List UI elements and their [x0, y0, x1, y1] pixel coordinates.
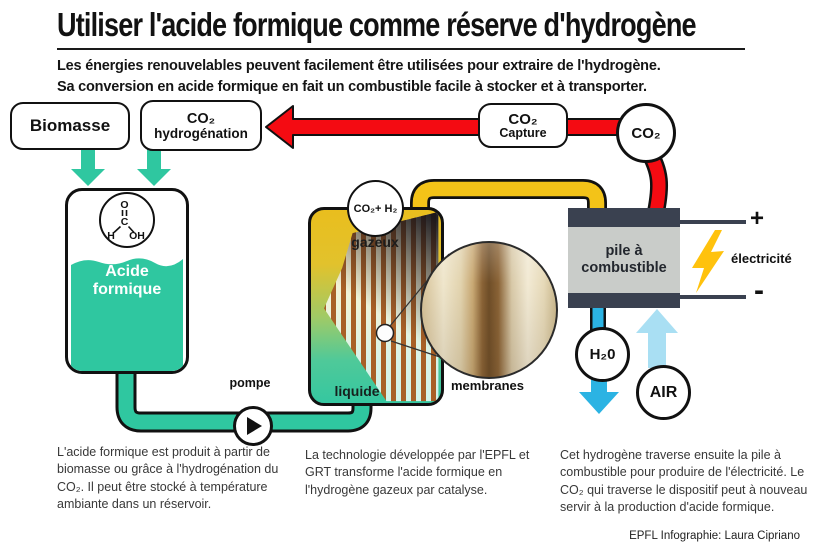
co2-capture-line1: CO₂	[508, 111, 538, 128]
formic-acid-molecule-icon: O C H OH	[99, 192, 155, 248]
air-in-arrow	[636, 309, 678, 368]
membrane-photo-magnifier	[420, 241, 558, 379]
co2-capture-box: CO₂ Capture	[478, 103, 568, 148]
hydrogenation-arrow	[137, 148, 171, 186]
membranes-label: membranes	[451, 378, 524, 393]
h2o-out-arrow	[579, 372, 619, 414]
co2-capture-line2: Capture	[499, 126, 547, 140]
lightning-icon	[692, 230, 724, 293]
subtitle-line-1: Les énergies renouvelables peuvent facil…	[57, 58, 661, 74]
co2-hydrogenation-line1: CO₂	[186, 110, 216, 127]
zoom-origin-circle	[375, 323, 395, 343]
biomasse-arrow	[71, 148, 105, 186]
h2o-circle: H₂0	[575, 327, 630, 382]
gaseous-label: gazeux	[351, 234, 399, 250]
subtitle: Les énergies renouvelables peuvent facil…	[57, 56, 757, 98]
air-label: AIR	[649, 383, 678, 401]
co2-label: CO₂	[631, 124, 661, 142]
credit-line: EPFL Infographie: Laura Cipriano	[629, 530, 800, 542]
caption-formic-acid: L'acide formique est produit à partir de…	[57, 445, 279, 511]
negative-terminal-label: -	[754, 274, 764, 307]
positive-terminal-label: +	[749, 205, 764, 232]
co2-h2-circle: CO₂+ H₂	[347, 180, 404, 237]
title-underline	[57, 48, 745, 50]
co2-h2-label: CO₂+ H₂	[353, 202, 398, 215]
co2-circle: CO₂	[616, 103, 676, 163]
biomasse-label: Biomasse	[29, 116, 111, 135]
fuel-cell-body: pile à combustible	[568, 227, 680, 293]
pump-label: pompe	[229, 376, 271, 390]
subtitle-line-2: Sa conversion en acide formique en fait …	[57, 79, 647, 96]
fuel-cell-bottom-plate	[568, 293, 680, 308]
co2-hydrogenation-line2: hydrogénation	[154, 125, 248, 141]
air-circle: AIR	[636, 365, 691, 420]
biomasse-box: Biomasse	[10, 102, 130, 150]
h2-gas-pipe	[412, 181, 605, 212]
molecule-h: H	[107, 230, 115, 241]
fuel-cell-line2: combustible	[581, 260, 667, 276]
molecule-c: C	[121, 216, 129, 228]
fuel-cell-top-plate	[568, 208, 680, 227]
molecule-oh: OH	[129, 230, 145, 241]
catalysis-reactor: gazeux liquide	[308, 207, 444, 406]
page-title: Utiliser l'acide formique comme réserve …	[57, 6, 697, 43]
co2-hydrogenation-box: CO₂ hydrogénation	[140, 100, 262, 151]
pump-icon	[233, 406, 273, 446]
h2o-label: H₂0	[589, 346, 616, 363]
fuel-cell-line1: pile à	[605, 242, 643, 259]
tank-label: Acide formique	[92, 263, 162, 299]
caption-technology: La technologie développée par l'EPFL et …	[305, 448, 530, 497]
electricity-label: électricité	[731, 251, 792, 266]
caption-fuel-cell: Cet hydrogène traverse ensuite la pile à…	[560, 448, 808, 514]
tank-liquid	[71, 258, 183, 371]
fuel-cell: pile à combustible	[568, 208, 680, 308]
molecule-o: O	[120, 199, 128, 211]
liquid-label: liquide	[334, 383, 380, 399]
formic-acid-tank: Acide formique	[65, 188, 189, 374]
